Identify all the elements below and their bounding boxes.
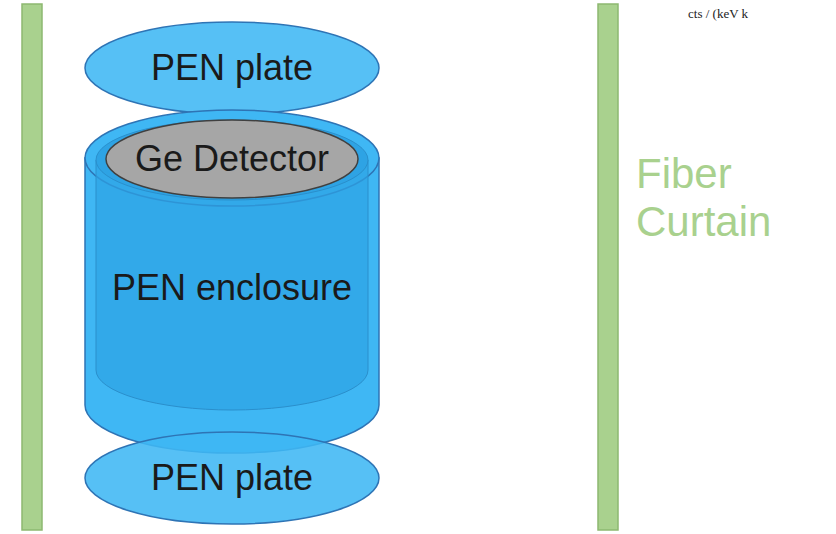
plate-outline xyxy=(85,22,379,114)
node-label: PEN enclosure xyxy=(112,268,352,308)
plate-outline xyxy=(85,432,379,524)
detector-outline xyxy=(106,120,358,198)
fiber-curtain-bar xyxy=(598,4,618,530)
fiber-curtain-bar xyxy=(22,4,42,530)
pen-plate: PEN plate xyxy=(85,22,379,114)
node-label: Ge Detector xyxy=(135,139,329,179)
enclosure-inner-rim xyxy=(96,120,368,200)
pen-enclosure: PEN enclosure Ge Detector xyxy=(85,108,379,458)
fiber-curtain-label: Fiber Curtain xyxy=(636,150,816,247)
node-label: PEN plate xyxy=(151,48,313,88)
ge-detector: Ge Detector xyxy=(106,120,358,198)
node-label: PEN plate xyxy=(151,458,313,498)
axis-label-fragment: cts / (keV k xyxy=(688,6,828,22)
pen-plate: PEN plate xyxy=(85,432,379,524)
enclosure-body xyxy=(85,158,379,453)
